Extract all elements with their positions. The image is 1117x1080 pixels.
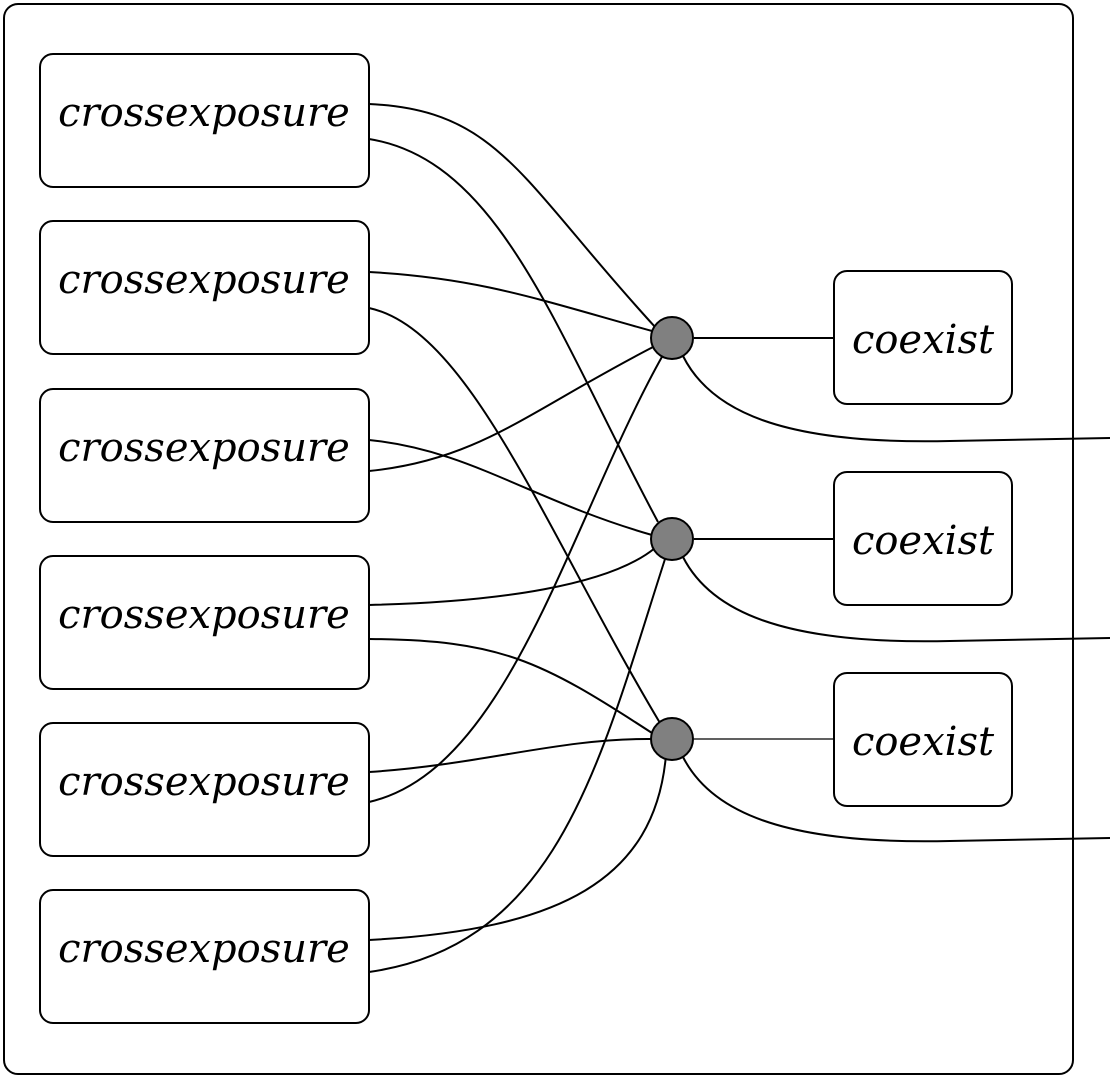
wire-box6-to-junction3: [368, 754, 667, 941]
wire-box3-to-junction2: [368, 439, 653, 536]
coexist-label-2: coexist: [852, 518, 995, 564]
wire-box3-to-junction1: [368, 345, 656, 472]
wire-box5-to-junction3: [368, 737, 653, 773]
crossexposure-label-6: crossexposure: [58, 926, 350, 972]
crossexposure-label-4: crossexposure: [58, 592, 350, 638]
crossexposure-box-6: crossexposure: [39, 889, 370, 1024]
crossexposure-label-1: crossexposure: [58, 90, 350, 136]
crossexposure-label-5: crossexposure: [58, 759, 350, 805]
wire-box4-to-junction2: [368, 547, 656, 606]
wire-box5-to-junction1: [368, 354, 664, 803]
wire-box2-to-junction1: [368, 271, 653, 332]
crossexposure-box-1: crossexposure: [39, 53, 370, 188]
wires: [368, 103, 1111, 973]
diagram-frame: [3, 3, 1074, 1075]
wire-box6-to-junction2: [368, 555, 667, 973]
crossexposure-label-3: crossexposure: [58, 425, 350, 471]
junction-node-1: [650, 316, 694, 360]
crossexposure-box-3: crossexposure: [39, 388, 370, 523]
wire-junction3-to-output3: [682, 756, 1111, 843]
right-boxes: coexist coexist coexist: [833, 270, 1013, 807]
coexist-box-1: coexist: [833, 270, 1013, 405]
coexist-box-2: coexist: [833, 471, 1013, 606]
coexist-label-3: coexist: [852, 719, 995, 765]
crossexposure-box-5: crossexposure: [39, 722, 370, 857]
wire-junction2-to-output2: [682, 556, 1111, 643]
crossexposure-label-2: crossexposure: [58, 257, 350, 303]
left-boxes: crossexposure crossexposure crossexposur…: [39, 53, 370, 1024]
wire-junction1-to-output1: [682, 355, 1111, 443]
wire-box4-to-junction3: [368, 638, 653, 734]
coexist-box-3: coexist: [833, 672, 1013, 807]
junction-node-2: [650, 517, 694, 561]
coexist-label-1: coexist: [852, 317, 995, 363]
crossexposure-box-4: crossexposure: [39, 555, 370, 690]
crossexposure-box-2: crossexposure: [39, 220, 370, 355]
junction-node-3: [650, 717, 694, 761]
wire-box1-to-junction1: [368, 103, 657, 329]
wire-box2-to-junction3: [368, 307, 661, 724]
junctions: [650, 316, 694, 761]
